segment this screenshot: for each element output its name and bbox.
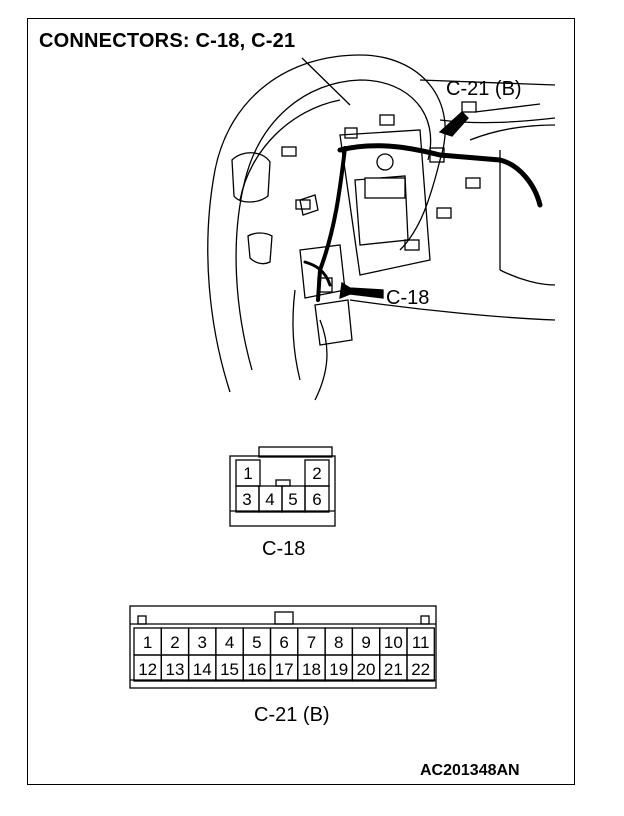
c18-caption: C-18 xyxy=(262,538,306,560)
page-title: CONNECTORS: C-18, C-21 xyxy=(37,30,298,53)
c21-pin-bottom: 18 xyxy=(302,660,321,679)
c18-pin-6: 6 xyxy=(312,490,321,509)
c18-pin-2: 2 xyxy=(312,464,321,483)
c21-pin-bottom: 15 xyxy=(220,660,239,679)
c21-pin-top: 3 xyxy=(198,633,207,652)
c21-pin-bottom: 17 xyxy=(275,660,294,679)
c21-pin-top: 6 xyxy=(279,633,288,652)
c21-arrow xyxy=(438,111,469,137)
c21-pin-bottom: 21 xyxy=(384,660,403,679)
diagram-frame xyxy=(27,18,575,785)
c21-pin-top: 10 xyxy=(384,633,403,652)
c18-pin-5: 5 xyxy=(288,490,297,509)
steering-wheel xyxy=(207,54,446,393)
c18-pin-1: 1 xyxy=(243,464,252,483)
c21-pin-top: 5 xyxy=(252,633,261,652)
c21-pin-top: 7 xyxy=(307,633,316,652)
c21-pin-bottom: 22 xyxy=(411,660,430,679)
reference-code: AC201348AN xyxy=(420,762,520,779)
c21-pin-bottom: 13 xyxy=(165,660,184,679)
c18-arrow xyxy=(339,281,384,300)
c18-pin-4: 4 xyxy=(265,490,274,509)
steering-column xyxy=(339,129,431,276)
c21-pin-bottom: 14 xyxy=(193,660,212,679)
dashboard-outline xyxy=(419,79,556,86)
c21-pin-bottom: 19 xyxy=(329,660,348,679)
c21-pin-top: 8 xyxy=(334,633,343,652)
c21-pin-top: 2 xyxy=(170,633,179,652)
c21-pin-top: 11 xyxy=(412,633,430,652)
c21-pin-cell xyxy=(406,654,435,682)
c18-pin-3: 3 xyxy=(242,490,251,509)
c21-callout-label: C-21 (B) xyxy=(446,78,522,100)
c21-pin-top: 9 xyxy=(361,633,370,652)
c21-caption: C-21 (B) xyxy=(254,704,330,726)
c18-callout-label: C-18 xyxy=(386,287,430,309)
wiring-harness xyxy=(337,143,543,208)
c21-pin-bottom: 20 xyxy=(357,660,376,679)
c21-pin-top: 1 xyxy=(143,633,152,652)
c21-pin-top: 4 xyxy=(225,633,234,652)
c21-pin-bottom: 12 xyxy=(138,660,157,679)
c21-pin-bottom: 16 xyxy=(247,660,266,679)
